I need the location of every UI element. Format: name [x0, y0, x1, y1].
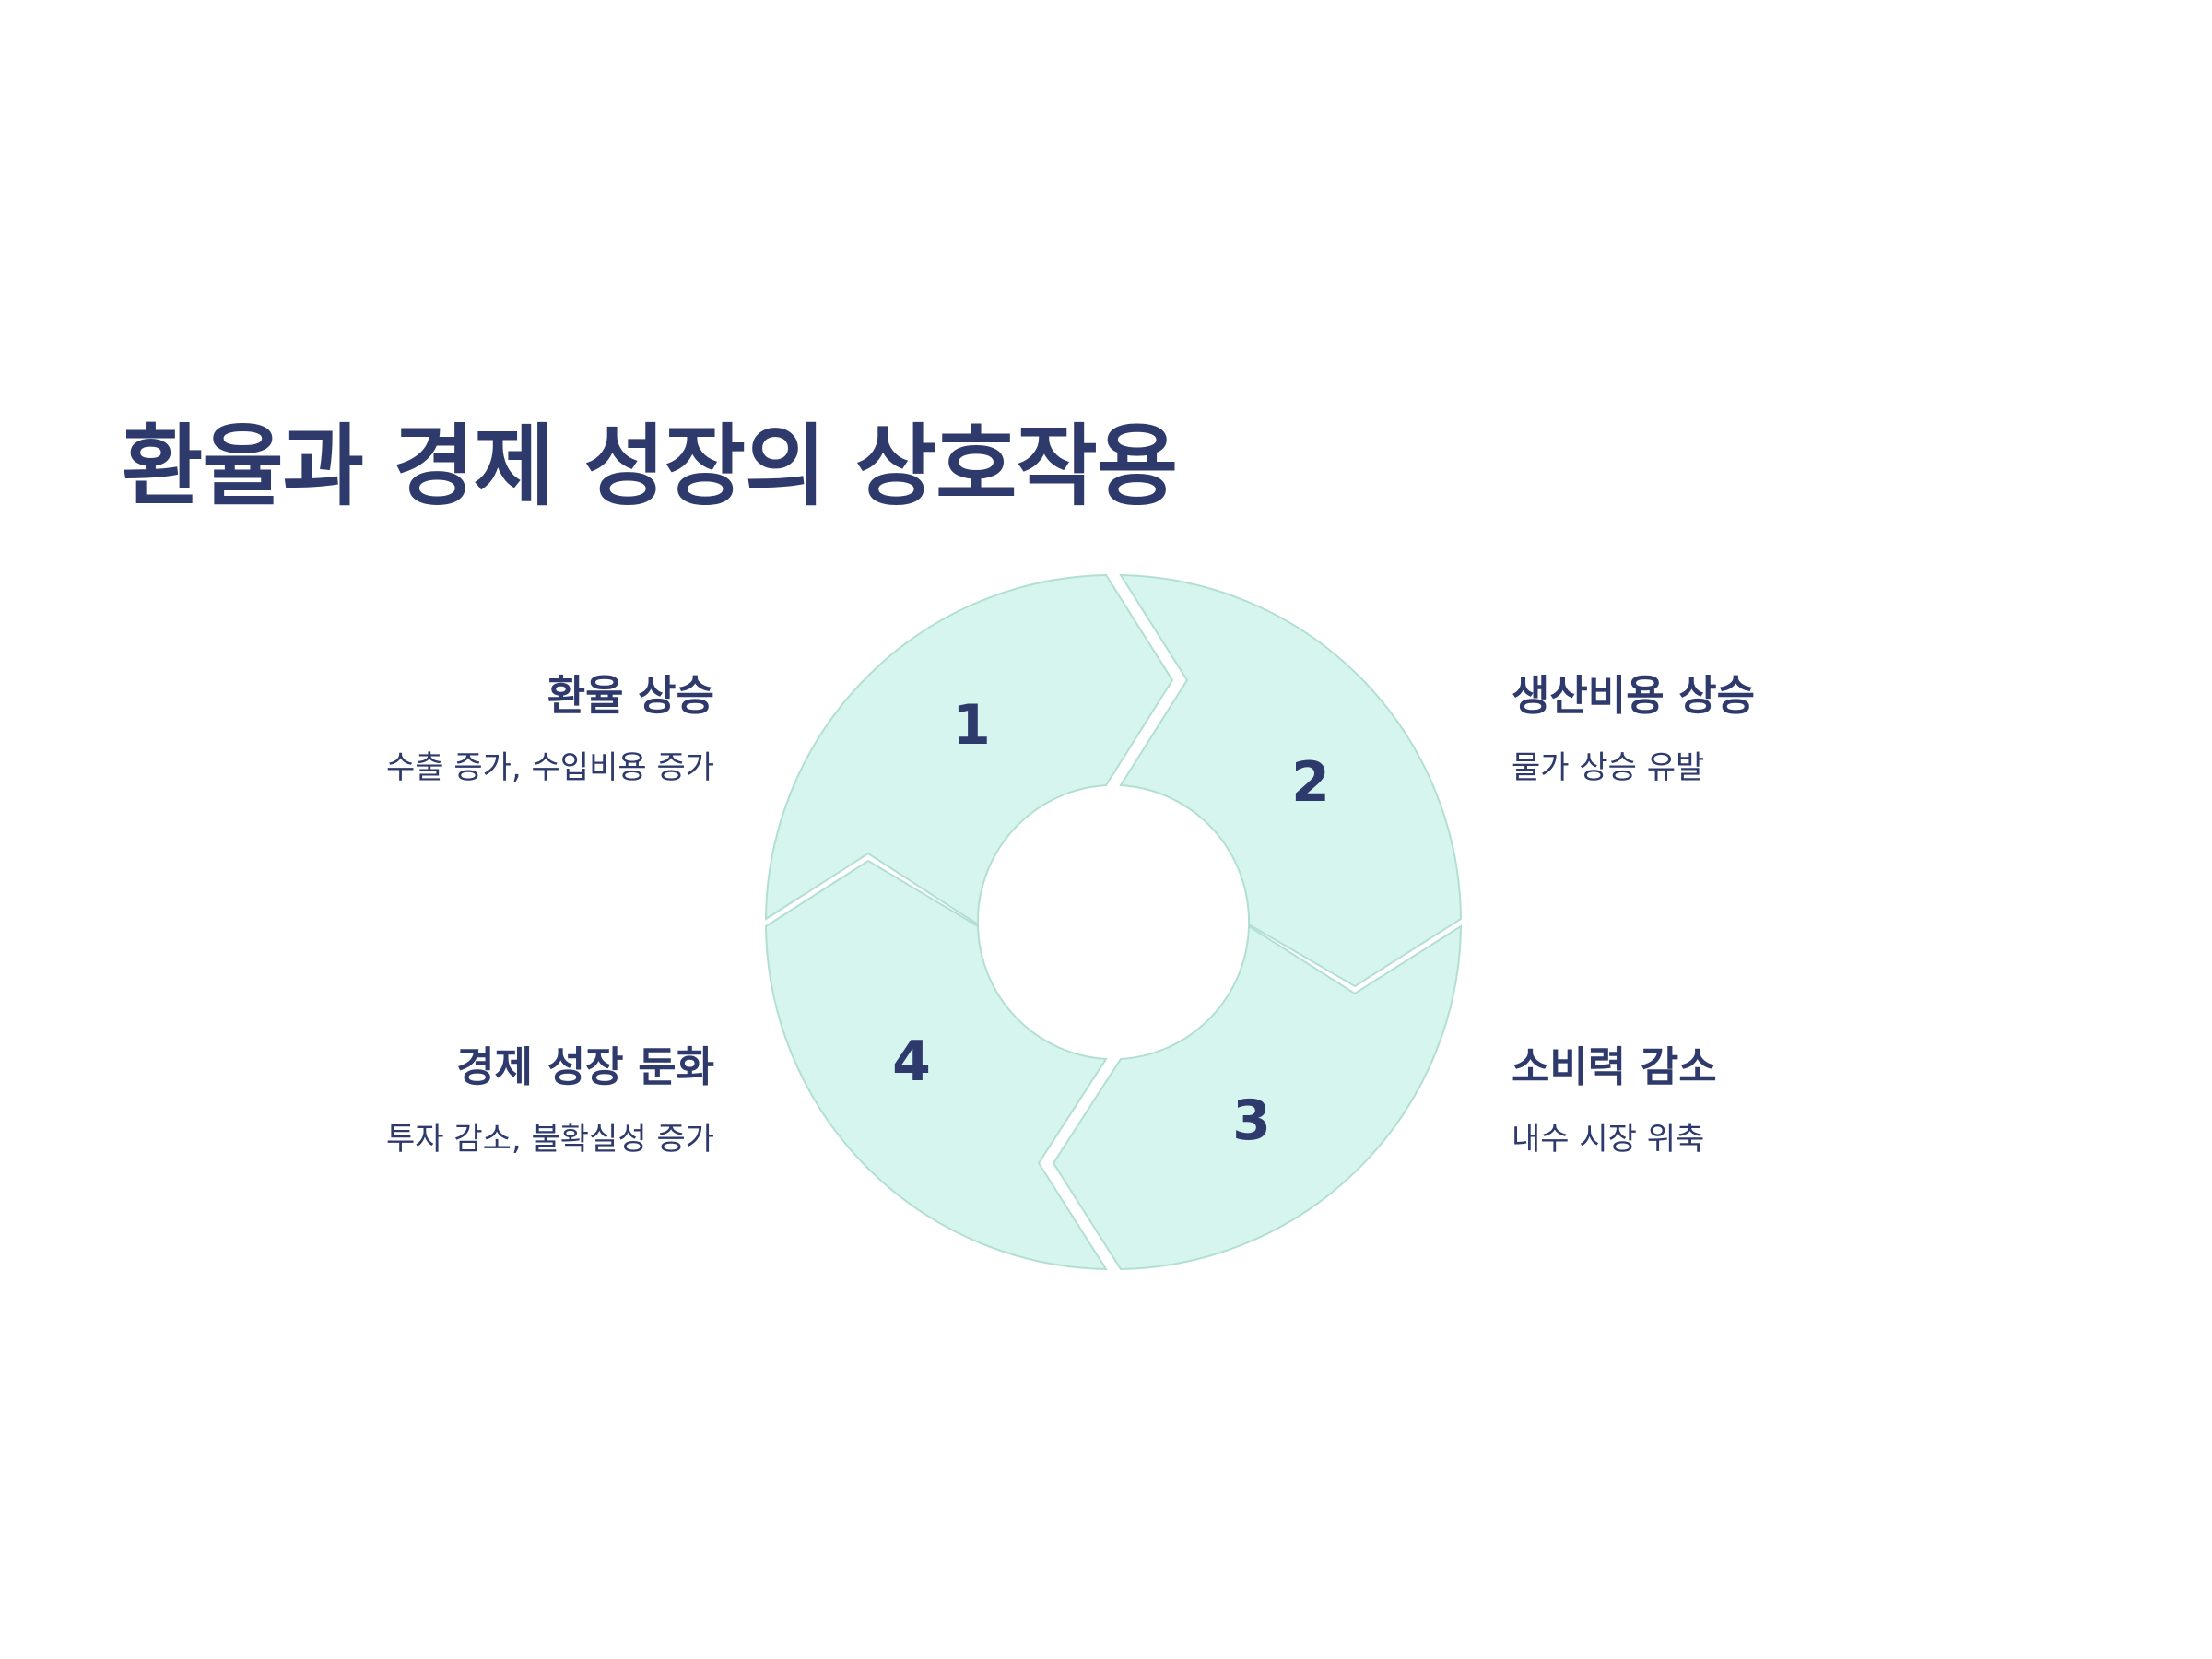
cycle-segment-3-shape [1052, 924, 1463, 1271]
cycle-segment-1: 1 [764, 573, 1174, 926]
step-2-label: 생산비용 상승 물가 상승 유발 [1512, 668, 2157, 790]
cycle-segment-4: 4 [764, 859, 1108, 1271]
step-1-label: 환율 상승 수출 증가, 수입비용 증가 [69, 668, 714, 790]
step-3-description: 내수 시장 위축 [1512, 1121, 1705, 1158]
step-4-label: 경제 성장 둔화 투자 감소, 불확실성 증가 [69, 1040, 714, 1161]
cycle-segment-1-number: 1 [952, 693, 991, 758]
cycle-segment-2-number: 2 [1291, 750, 1330, 815]
step-2-title: 생산비용 상승 [1512, 671, 1756, 720]
step-1-title: 환율 상승 [547, 671, 714, 720]
page-title: 환율과 경제 성장의 상호작용 [122, 415, 1178, 518]
step-3-title: 소비력 감소 [1512, 1042, 1717, 1091]
cycle-segment-3: 3 [1052, 924, 1463, 1271]
cycle-segment-4-shape [764, 859, 1108, 1271]
step-4-description: 투자 감소, 불확실성 증가 [385, 1121, 714, 1158]
step-2-description: 물가 상승 유발 [1512, 749, 1705, 786]
cycle-segment-2-shape [1119, 573, 1463, 988]
cycle-segment-1-shape [764, 573, 1174, 926]
step-1-description: 수출 증가, 수입비용 증가 [385, 749, 714, 786]
step-4-title: 경제 성장 둔화 [456, 1042, 714, 1091]
step-3-label: 소비력 감소 내수 시장 위축 [1512, 1040, 2157, 1161]
cycle-segment-2: 2 [1119, 573, 1463, 988]
cycle-segment-3-number: 3 [1232, 1088, 1271, 1153]
cycle-segment-4-number: 4 [892, 1030, 931, 1094]
